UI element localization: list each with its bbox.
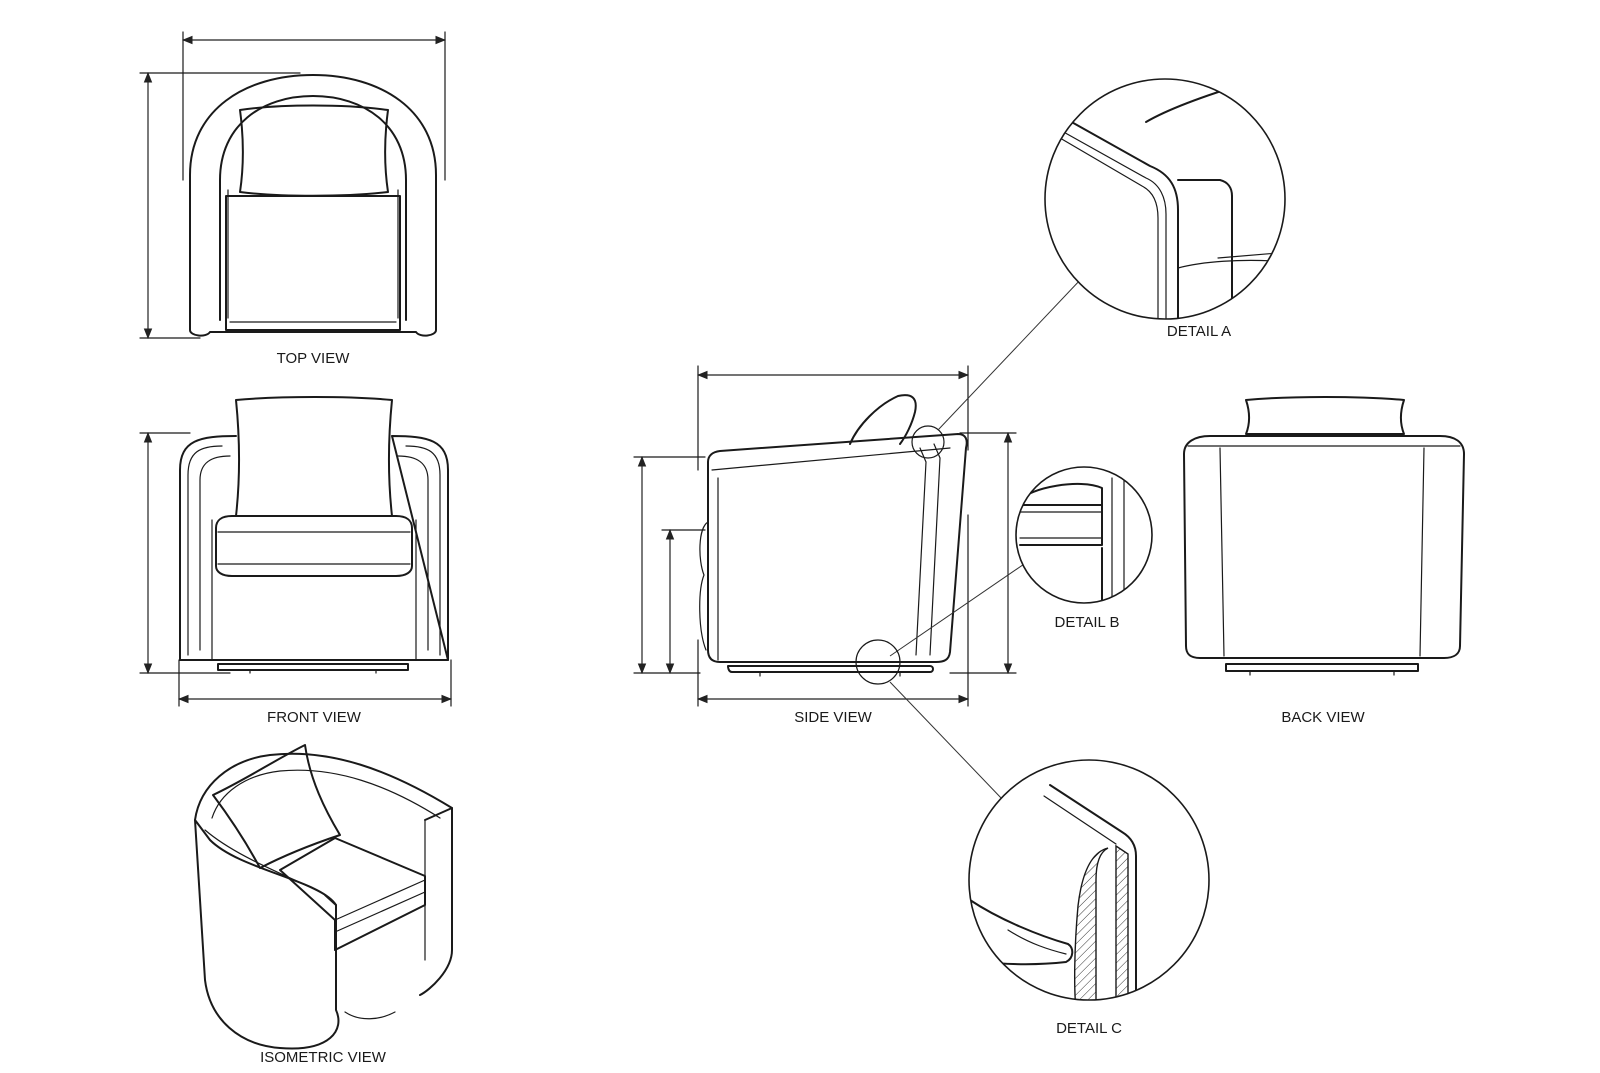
back-view-label: BACK VIEW	[1281, 709, 1365, 726]
side-view-drawing: SIDE VIEW	[633, 365, 1017, 726]
top-view-label: TOP VIEW	[277, 350, 351, 367]
detail-a: DETAIL A	[1044, 78, 1286, 340]
detail-c: DETAIL C	[968, 759, 1210, 1037]
detail-a-circle	[1044, 78, 1286, 320]
isometric-view-label: ISOMETRIC VIEW	[260, 1049, 387, 1066]
detail-b-label: DETAIL B	[1054, 614, 1119, 631]
top-view-drawing: TOP VIEW	[139, 31, 447, 367]
back-view-drawing: BACK VIEW	[1183, 396, 1465, 726]
detail-c-marker	[855, 639, 901, 685]
side-view-label: SIDE VIEW	[794, 709, 872, 726]
front-view-drawing: FRONT VIEW	[139, 396, 453, 726]
isometric-view-drawing: ISOMETRIC VIEW	[194, 744, 453, 1066]
detail-b-circle	[1015, 466, 1153, 604]
back-view-pillow	[1245, 396, 1405, 435]
detail-c-label: DETAIL C	[1056, 1020, 1122, 1037]
detail-b: DETAIL B	[1015, 466, 1153, 631]
front-view-label: FRONT VIEW	[267, 709, 362, 726]
side-view-pillow	[849, 394, 917, 445]
front-view-seat-cushion	[215, 515, 413, 577]
detail-a-marker	[911, 425, 945, 459]
isometric-pillow	[212, 744, 341, 869]
detail-a-label: DETAIL A	[1167, 323, 1231, 340]
top-view-pillow	[239, 104, 389, 197]
front-view-pillow	[235, 396, 393, 517]
detail-leaders	[855, 277, 1083, 801]
